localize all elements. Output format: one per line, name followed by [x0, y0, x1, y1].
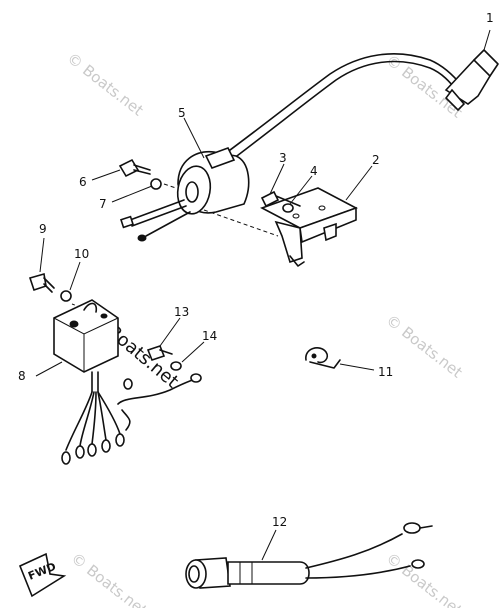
callout-9: 9 [39, 222, 47, 236]
watermark: © Boats.net [383, 311, 466, 382]
callout-14: 14 [202, 329, 217, 343]
coil-bolt-and-washer [91, 158, 162, 203]
callout-12: 12 [272, 515, 287, 529]
callout-4: 4 [310, 164, 318, 178]
callout-7: 7 [99, 197, 107, 211]
spark-plug-cap [221, 29, 499, 163]
stop-switch-lead [185, 522, 433, 589]
coil-bracket [260, 165, 373, 267]
callout-2: 2 [372, 153, 380, 167]
watermark: © Boats.net [68, 549, 151, 608]
cdi-unit [35, 299, 202, 465]
cdi-mount-screw-and-washer [146, 317, 205, 371]
callout-5: 5 [178, 106, 186, 120]
forward-arrow: FWD [18, 552, 67, 598]
callout-1: 1 [486, 11, 494, 25]
screw-and-washer [260, 163, 313, 213]
watermark: © Boats.net [383, 549, 466, 608]
watermark: © Boats.net [64, 49, 147, 120]
ignition-coil [120, 117, 250, 242]
cdi-screw-and-washer [28, 237, 81, 302]
callout-11: 11 [378, 365, 393, 379]
callout-6: 6 [79, 175, 87, 189]
callout-numbers: 1 2 3 4 5 6 7 8 9 10 11 12 13 14 [18, 11, 494, 529]
callout-8: 8 [18, 369, 26, 383]
callout-3: 3 [279, 151, 287, 165]
callout-10: 10 [74, 247, 89, 261]
wire-clamp [305, 347, 375, 371]
callout-13: 13 [174, 305, 189, 319]
